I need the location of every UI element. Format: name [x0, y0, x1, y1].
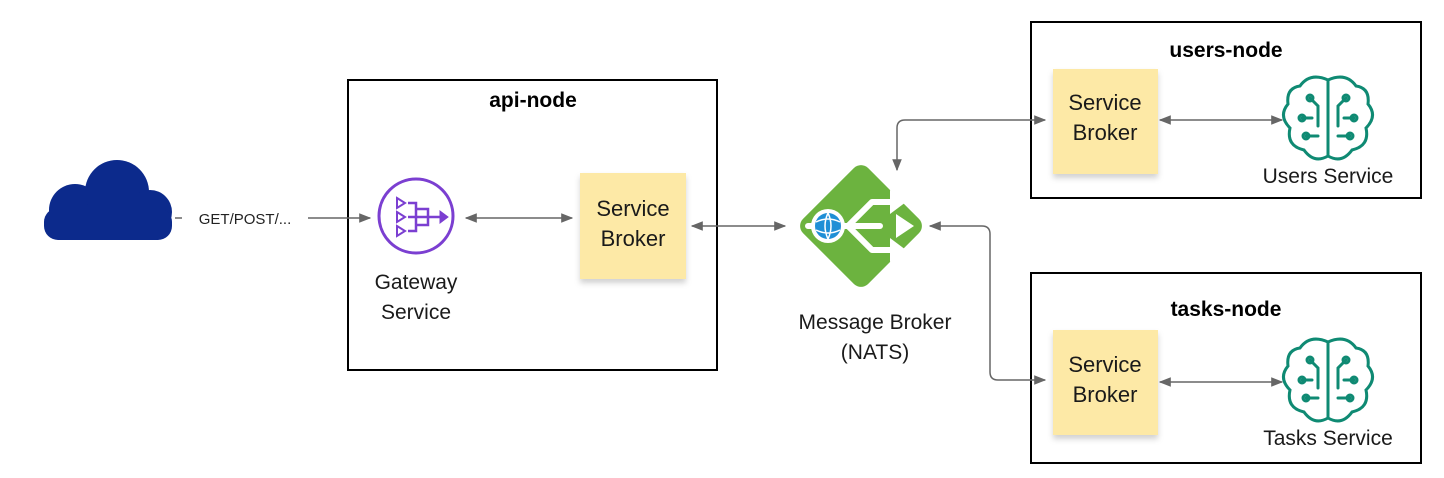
tasks-node-title: tasks-node: [1171, 298, 1282, 321]
users-service-label: Users Service: [1263, 165, 1394, 188]
tasks-service-label: Tasks Service: [1263, 427, 1393, 450]
edge-nats-users: [892, 115, 1047, 172]
edge-nats-tasks: [928, 221, 1047, 385]
api-node-title: api-node: [489, 89, 577, 112]
tasks-service-brain-icon: [1282, 337, 1374, 423]
service-broker-note-api: Service Broker: [580, 173, 686, 279]
message-broker-label-line2: (NATS): [841, 341, 909, 364]
note-tasks-line2: Broker: [1073, 382, 1138, 407]
gateway-label-line2: Service: [381, 301, 451, 324]
edge-label-request: GET/POST/...: [199, 211, 292, 228]
cloud-icon: [44, 160, 172, 240]
service-broker-note-tasks: Service Broker: [1053, 330, 1158, 435]
note-api-line1: Service: [596, 196, 669, 221]
message-broker-label-line1: Message Broker: [799, 311, 952, 334]
note-api-line2: Broker: [601, 226, 666, 251]
edge-label-bg: [182, 207, 308, 229]
users-node-title: users-node: [1169, 39, 1282, 62]
message-broker-icon: [800, 165, 922, 287]
service-broker-note-users: Service Broker: [1053, 69, 1158, 174]
users-node-frame: [1030, 21, 1422, 199]
api-gateway-icon: [377, 177, 455, 255]
note-users-line2: Broker: [1073, 120, 1138, 145]
users-service-brain-icon: [1282, 75, 1374, 161]
gateway-label-line1: Gateway: [375, 271, 458, 294]
note-users-line1: Service: [1068, 90, 1141, 115]
note-tasks-line1: Service: [1068, 352, 1141, 377]
